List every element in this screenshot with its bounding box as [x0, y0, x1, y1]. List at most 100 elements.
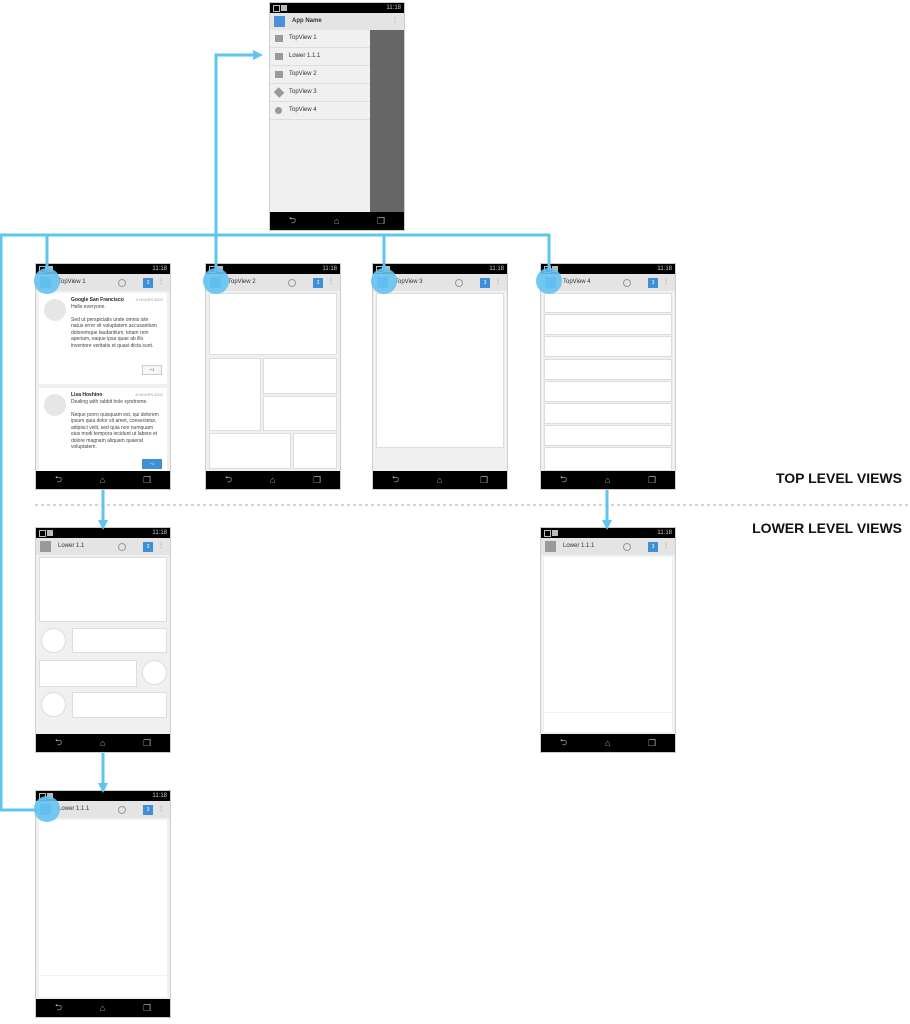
sync-icon[interactable]	[118, 806, 126, 814]
plus-one-button[interactable]: +1	[142, 459, 162, 469]
more-icon[interactable]: ⋮	[328, 279, 334, 285]
nav-bar: ⮌ ⌂ ❐	[36, 471, 170, 489]
dimmed-content[interactable]	[370, 30, 404, 212]
drawer-item-topview2[interactable]: TopView 2	[270, 66, 370, 84]
recents-icon[interactable]: ❐	[648, 737, 657, 748]
recents-icon[interactable]: ❐	[480, 474, 489, 485]
home-icon[interactable]: ⌂	[333, 216, 340, 226]
recents-icon[interactable]: ❐	[648, 474, 657, 485]
back-icon[interactable]: ⮌	[559, 474, 568, 484]
more-icon[interactable]: ⋮	[158, 279, 164, 285]
status-bar: 11:18	[270, 3, 404, 13]
sync-icon[interactable]	[288, 279, 296, 287]
list-item[interactable]	[544, 425, 672, 446]
list-item[interactable]	[544, 359, 672, 380]
avatar	[44, 299, 66, 321]
back-icon[interactable]: ⮌	[54, 737, 63, 747]
notification-badge[interactable]: 3	[143, 542, 153, 552]
back-icon[interactable]: ⮌	[559, 737, 568, 747]
circle-icon	[275, 107, 282, 114]
app-icon[interactable]	[274, 16, 285, 27]
drawer-item-lower111[interactable]: Lower 1.1.1	[270, 48, 370, 66]
screen-title: TopView 4	[563, 279, 591, 285]
grid-tile[interactable]	[263, 396, 337, 431]
post-body: Sed ut perspiciatis unde omnis iste natu…	[71, 316, 157, 349]
sync-icon[interactable]	[118, 543, 126, 551]
back-icon[interactable]: ⮌	[288, 215, 297, 225]
list-item[interactable]	[544, 314, 672, 335]
home-icon[interactable]: ⌂	[99, 738, 106, 748]
more-icon[interactable]: ⋮	[158, 806, 164, 812]
screen-topview4: 11:18 TopView 4 3 ⋮ ⮌ ⌂ ❐	[540, 263, 676, 490]
touch-highlight	[34, 796, 60, 822]
notification-badge[interactable]: 3	[648, 542, 658, 552]
notification-badge[interactable]: 3	[143, 805, 153, 815]
avatar	[44, 394, 66, 416]
more-icon[interactable]: ⋮	[495, 279, 501, 285]
back-icon[interactable]: ⮌	[54, 1002, 63, 1012]
sync-icon[interactable]	[455, 279, 463, 287]
recents-icon[interactable]: ❐	[143, 474, 152, 485]
nav-bar: ⮌ ⌂ ❐	[36, 999, 170, 1017]
grid-tile[interactable]	[209, 433, 291, 469]
post-card[interactable]: Lisa Hoshino 6 HOURS AGO Dealing with ra…	[39, 388, 167, 472]
home-icon[interactable]: ⌂	[436, 475, 443, 485]
notification-badge[interactable]: 3	[313, 278, 323, 288]
notification-badge[interactable]: 3	[480, 278, 490, 288]
back-icon[interactable]: ⮌	[391, 474, 400, 484]
nav-bar: ⮌ ⌂ ❐	[541, 471, 675, 489]
drawer-item-topview4[interactable]: TopView 4	[270, 102, 370, 120]
drawer-item-label: Lower 1.1.1	[289, 53, 321, 59]
nav-bar: ⮌ ⌂ ❐	[270, 212, 404, 230]
status-bar: 11:18	[541, 264, 675, 274]
drawer-item-topview1[interactable]: TopView 1	[270, 30, 370, 48]
more-icon[interactable]: ⋮	[663, 279, 669, 285]
recents-icon[interactable]: ❐	[143, 737, 152, 748]
sync-icon[interactable]	[623, 279, 631, 287]
more-icon[interactable]: ⋮	[392, 18, 398, 24]
recents-icon[interactable]: ❐	[313, 474, 322, 485]
people-icon	[275, 71, 283, 78]
list	[544, 293, 672, 471]
recents-icon[interactable]: ❐	[377, 215, 386, 226]
post-card[interactable]: Google San Francisco 3 HOURS AGO Hello e…	[39, 293, 167, 384]
recents-icon[interactable]: ❐	[143, 1002, 152, 1013]
grid-tile[interactable]	[209, 293, 337, 355]
plus-one-button[interactable]: +1	[142, 365, 162, 375]
list-item[interactable]	[544, 336, 672, 357]
sync-icon[interactable]	[118, 279, 126, 287]
content-panel	[544, 557, 672, 712]
content-row[interactable]	[72, 692, 167, 718]
up-icon[interactable]	[545, 541, 556, 552]
more-icon[interactable]: ⋮	[663, 543, 669, 549]
home-icon[interactable]: ⌂	[269, 475, 276, 485]
post-headline: Dealing with rabbit hole syndrome.	[71, 399, 148, 405]
home-icon[interactable]: ⌂	[99, 1003, 106, 1013]
content-row[interactable]	[39, 660, 137, 687]
screen-title: Lower 1.1.1	[563, 543, 595, 549]
more-icon[interactable]: ⋮	[158, 543, 164, 549]
grid-tile[interactable]	[209, 358, 261, 431]
drawer-item-topview3[interactable]: TopView 3	[270, 84, 370, 102]
list-item[interactable]	[544, 293, 672, 313]
grid-tile[interactable]	[293, 433, 337, 469]
list-item[interactable]	[544, 381, 672, 402]
back-icon[interactable]: ⮌	[224, 474, 233, 484]
notification-badge[interactable]: 3	[143, 278, 153, 288]
touch-highlight	[34, 268, 60, 294]
drawer-screen: 11:18 App Name⋮ TopView 1 Lower 1.1.1 To…	[269, 2, 405, 231]
list-item[interactable]	[544, 447, 672, 471]
home-icon[interactable]: ⌂	[604, 475, 611, 485]
back-icon[interactable]: ⮌	[54, 474, 63, 484]
status-time: 11:18	[152, 530, 167, 536]
home-icon[interactable]: ⌂	[99, 475, 106, 485]
home-icon[interactable]: ⌂	[604, 738, 611, 748]
content-row[interactable]	[72, 628, 167, 653]
notification-badge[interactable]: 3	[648, 278, 658, 288]
up-icon[interactable]	[40, 541, 51, 552]
grid-tile[interactable]	[263, 358, 337, 394]
list-item[interactable]	[544, 403, 672, 424]
sync-icon[interactable]	[623, 543, 631, 551]
